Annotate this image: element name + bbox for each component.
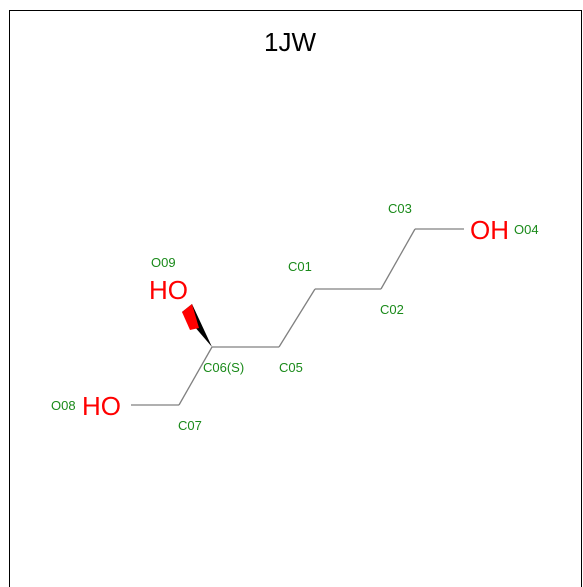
diagram-title: 1JW [264,27,316,57]
atom-label-o09: O09 [151,255,176,270]
group-ho-top: HO [149,275,188,305]
atom-label-o04: O04 [514,222,539,237]
atom-label-c01: C01 [288,259,312,274]
bond-c07-c06 [178,346,213,406]
atom-label-c05: C05 [279,360,303,375]
bond-c05-c01 [278,288,316,348]
frame-border [9,10,582,587]
group-ho-left: HO [82,391,121,421]
wedge-bond-o-part [182,304,199,330]
atom-label-c06: C06(S) [203,360,244,375]
atom-label-c03: C03 [388,201,412,216]
atom-label-c02: C02 [380,302,404,317]
bond-c02-c03 [380,228,416,290]
group-oh-right: OH [470,215,509,245]
atom-label-o08: O08 [51,398,76,413]
atom-label-c07: C07 [178,418,202,433]
